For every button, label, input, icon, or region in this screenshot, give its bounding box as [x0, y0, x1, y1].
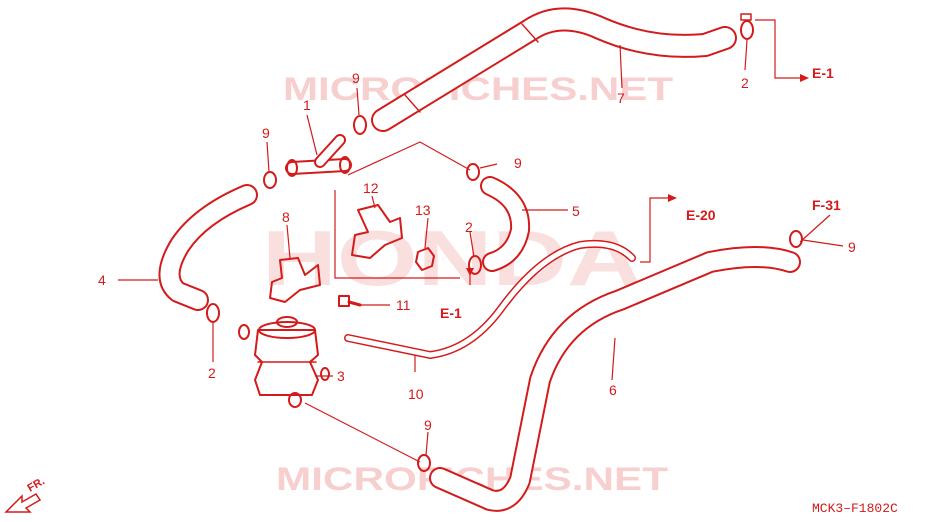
callout-7: 7 — [617, 90, 625, 106]
front-direction-marker: FR. — [4, 475, 47, 513]
callout-9-e: 9 — [848, 239, 856, 255]
callout-1: 1 — [303, 97, 311, 113]
nut-13 — [415, 247, 435, 271]
bracket-8 — [269, 257, 321, 303]
callout-9-b: 9 — [262, 125, 270, 141]
honda-watermark: HONDA — [262, 214, 642, 302]
diagram-code: MCK3–F1802C — [812, 501, 898, 516]
bolt-11 — [338, 295, 362, 307]
callout-10: 10 — [408, 386, 424, 402]
pipe-joint-1 — [285, 134, 352, 177]
callout-2-a: 2 — [741, 75, 749, 91]
clamp-2-mid — [468, 255, 482, 275]
arrow-e1-top — [800, 74, 809, 82]
clamp-9-bottom — [417, 454, 431, 472]
front-label: FR. — [26, 475, 47, 494]
callout-8: 8 — [282, 209, 290, 225]
clamp-9-right — [466, 163, 480, 181]
callout-2-c: 2 — [208, 365, 216, 381]
clamp-9-far-right — [789, 230, 803, 248]
hose-6 — [429, 246, 801, 512]
callout-4: 4 — [98, 272, 106, 288]
hose-7 — [371, 7, 737, 132]
callout-12: 12 — [363, 180, 379, 196]
hose-5 — [480, 176, 531, 272]
callout-9-d: 9 — [424, 417, 432, 433]
callout-11: 11 — [396, 297, 411, 313]
bracket-12 — [351, 204, 403, 259]
callout-9-c: 9 — [514, 155, 522, 171]
callout-5: 5 — [572, 203, 580, 219]
hose-10 — [344, 239, 636, 359]
air-suction-valve-3 — [238, 316, 330, 408]
clamp-2-top — [740, 13, 754, 40]
clamp-9-left — [263, 171, 277, 189]
clamp-2-left — [206, 303, 220, 323]
ref-e20: E-20 — [686, 207, 716, 223]
arrow-e20 — [668, 194, 677, 202]
hose-4 — [158, 184, 258, 311]
ref-e1-top: E-1 — [812, 65, 834, 81]
leader-lines — [118, 19, 844, 463]
callout-13: 13 — [415, 202, 431, 218]
group-bracket — [334, 190, 460, 279]
ref-e1-mid: E-1 — [440, 305, 462, 321]
callout-6: 6 — [609, 382, 617, 398]
clamp-9-upper — [353, 115, 367, 135]
callout-2-b: 2 — [465, 219, 473, 235]
callout-3: 3 — [337, 368, 345, 384]
site-watermark-top: MICROFICHES.NET — [283, 71, 674, 107]
ref-f31: F-31 — [812, 197, 841, 213]
callout-9-a: 9 — [352, 70, 360, 86]
